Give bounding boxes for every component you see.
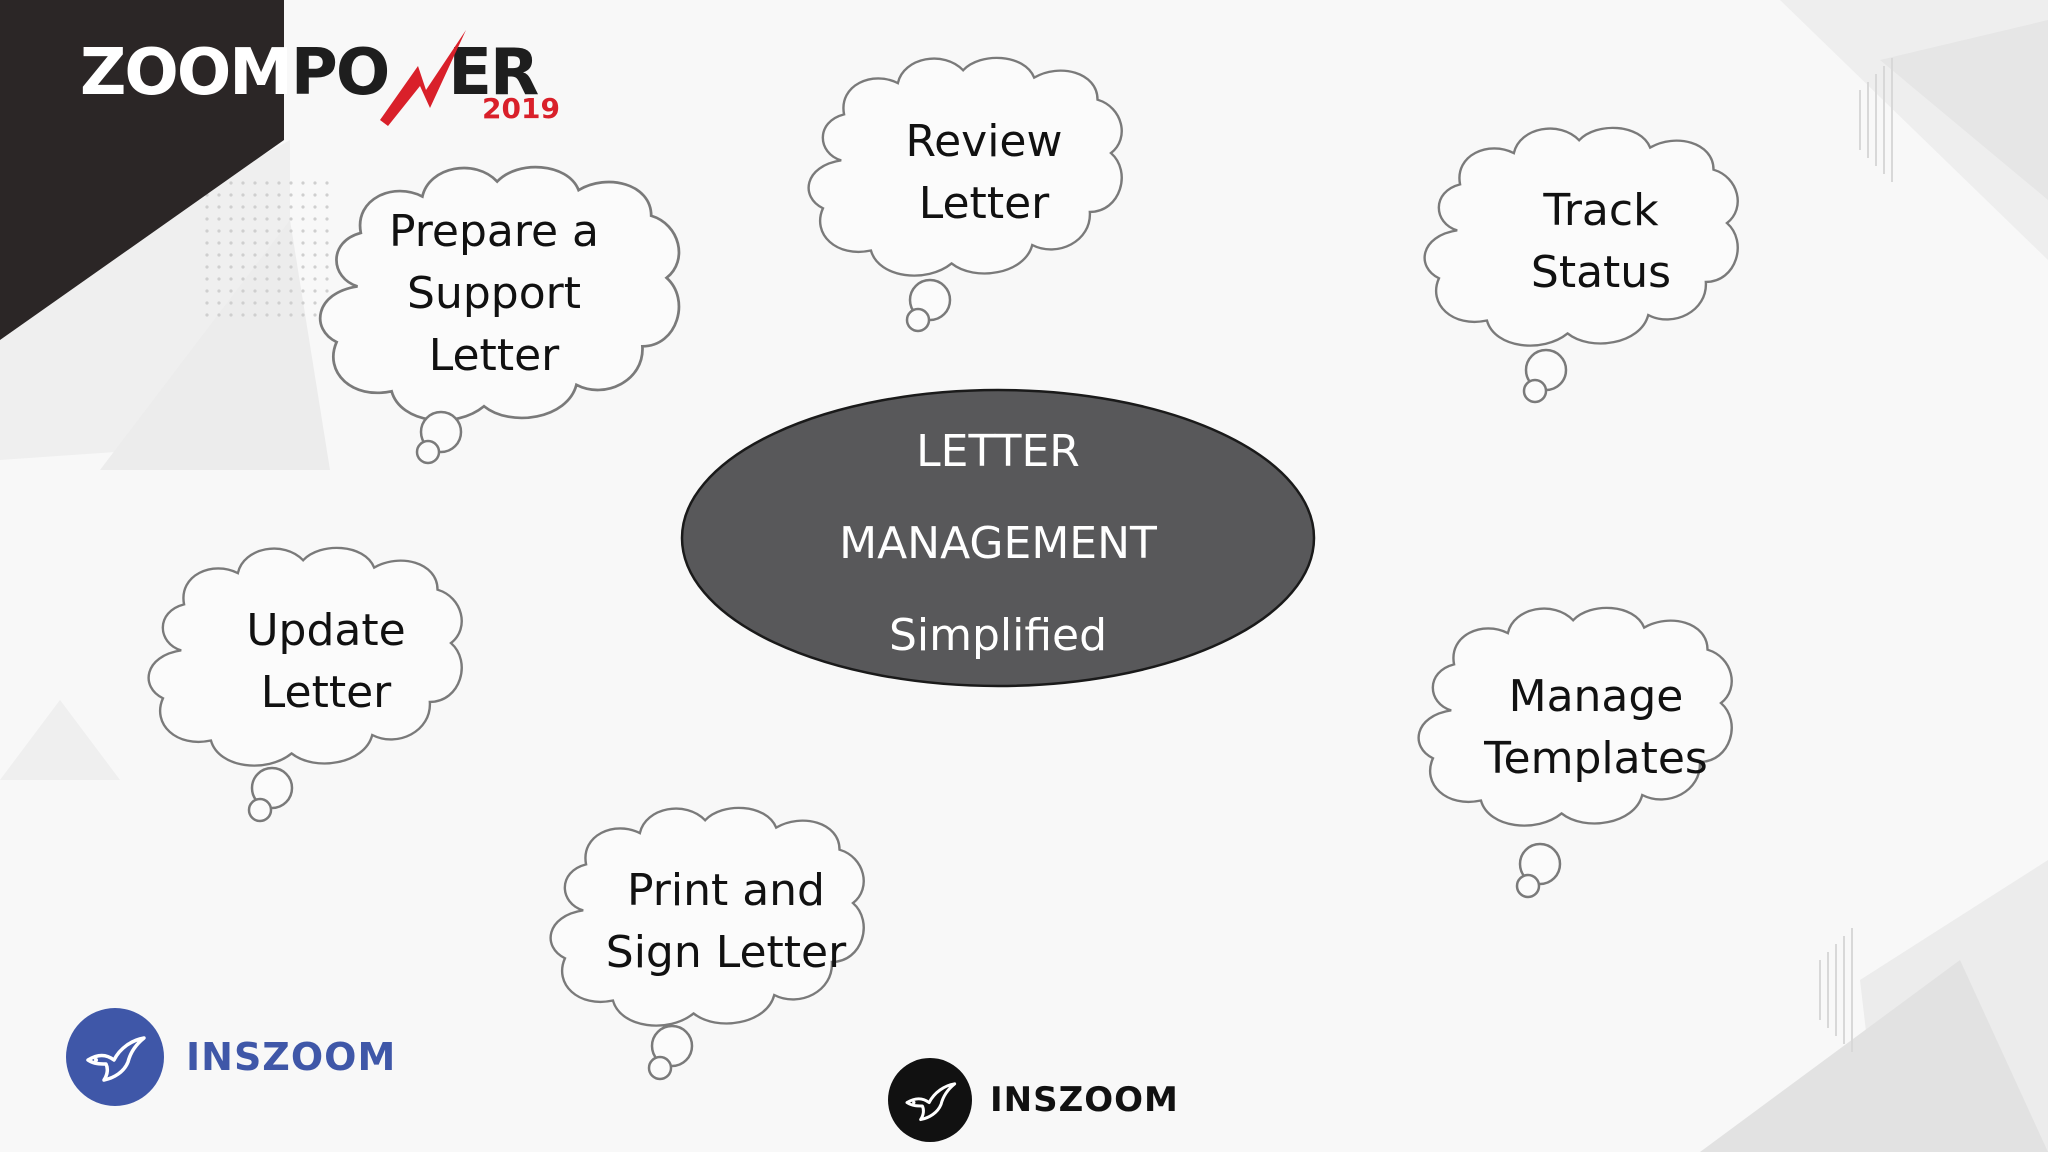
cloud-print-sign <box>549 806 865 1081</box>
center-title-line3: Simplified <box>888 610 1108 661</box>
inszoom-brand-center: INSZOOM <box>990 1080 1179 1120</box>
cloud-prepare-letter <box>318 165 681 465</box>
lightning-bolt-icon <box>380 30 466 126</box>
event-logo-er: ER <box>448 36 539 110</box>
bird-icon <box>66 1008 164 1106</box>
cloud-text-prepare: Prepare a Support Letter <box>389 206 599 381</box>
center-title-line2: MANAGEMENT <box>839 518 1157 569</box>
event-logo: ZOOMPO ER <box>80 36 539 116</box>
cloud-manage-templates <box>1417 606 1733 899</box>
inszoom-logo-center: INSZOOM <box>888 1058 1179 1142</box>
cloud-review-letter <box>807 56 1123 333</box>
center-ellipse <box>680 388 1316 688</box>
cloud-text-review: Review Letter <box>905 116 1063 229</box>
cloud-text-print: Print and Sign Letter <box>605 865 847 978</box>
event-logo-zoom: ZOOM <box>80 36 293 110</box>
event-logo-year: 2019 <box>482 92 560 125</box>
event-logo-po: PO <box>290 36 390 110</box>
cloud-update-letter <box>147 546 463 823</box>
cloud-track-status <box>1423 126 1739 404</box>
bird-icon <box>888 1058 972 1142</box>
inszoom-logo-left: INSZOOM <box>66 1008 396 1106</box>
cloud-text-track: Track Status <box>1530 185 1672 298</box>
inszoom-brand-left: INSZOOM <box>186 1035 397 1079</box>
cloud-text-manage: Manage Templates <box>1484 671 1708 784</box>
cloud-text-update: Update Letter <box>246 605 406 718</box>
center-title-line1: LETTER <box>916 426 1080 477</box>
